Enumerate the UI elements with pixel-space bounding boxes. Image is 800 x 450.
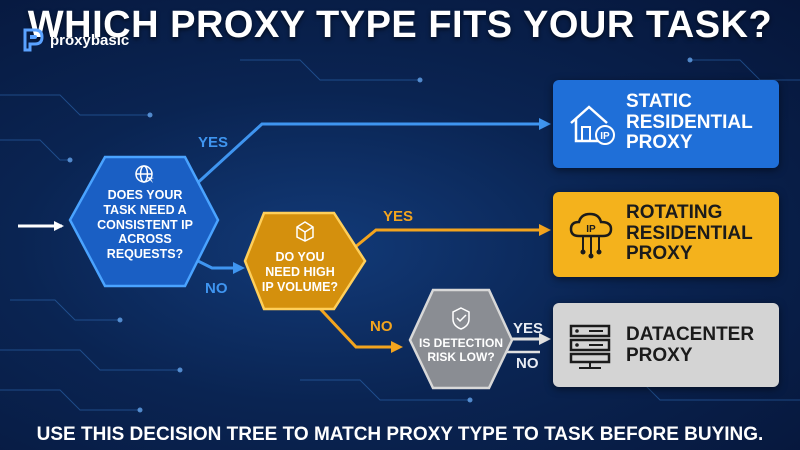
edge-q2-no xyxy=(310,298,403,353)
edge-q1-yes xyxy=(190,118,551,190)
node-q3-shape xyxy=(408,288,514,390)
shield-check-icon xyxy=(452,307,470,330)
label-q1-yes: YES xyxy=(198,134,229,151)
node-q2-text: DO YOU NEED HIGH IP VOLUME? xyxy=(261,250,339,294)
caption: USE THIS DECISION TREE TO MATCH PROXY TY… xyxy=(36,424,764,445)
logo-text: proxybasic xyxy=(50,31,130,49)
label-q3-yes: YES xyxy=(513,320,544,337)
node-q1-shape xyxy=(68,155,220,288)
globe-icon xyxy=(135,165,154,183)
page-title: WHICH PROXY TYPE FITS YOUR TASK? xyxy=(27,4,773,46)
package-icon xyxy=(296,221,314,242)
svg-text:IP: IP xyxy=(600,131,610,142)
result-rotating-label: ROTATING RESIDENTIAL PROXY xyxy=(626,202,753,265)
result-rotating-residential: IP ROTATING RESIDENTIAL PROXY xyxy=(553,192,779,277)
svg-text:IP: IP xyxy=(586,224,596,235)
label-q2-yes: YES xyxy=(383,208,414,225)
label-q3-no: NO xyxy=(516,355,539,372)
result-static-label: STATIC RESIDENTIAL PROXY xyxy=(626,91,753,154)
label-q2-no: NO xyxy=(370,318,393,335)
edge-q2-yes xyxy=(353,224,551,250)
brand-logo: proxybasic xyxy=(20,27,129,53)
result-datacenter-label: DATACENTER PROXY xyxy=(626,324,755,366)
server-icon xyxy=(569,324,611,369)
result-static-residential: IP STATIC RESIDENTIAL PROXY xyxy=(553,80,779,168)
node-q1-text: DOES YOUR TASK NEED A CONSISTENT IP ACRO… xyxy=(97,188,193,261)
cloud-ip-icon: IP xyxy=(569,212,613,259)
proxybasic-logo-icon xyxy=(23,28,44,52)
node-q2-shape xyxy=(243,211,367,311)
label-q1-no: NO xyxy=(205,280,228,297)
result-datacenter: DATACENTER PROXY xyxy=(553,303,779,387)
node-q3-text: IS DETECTION RISK LOW? xyxy=(418,336,503,365)
house-ip-icon: IP xyxy=(570,105,615,145)
